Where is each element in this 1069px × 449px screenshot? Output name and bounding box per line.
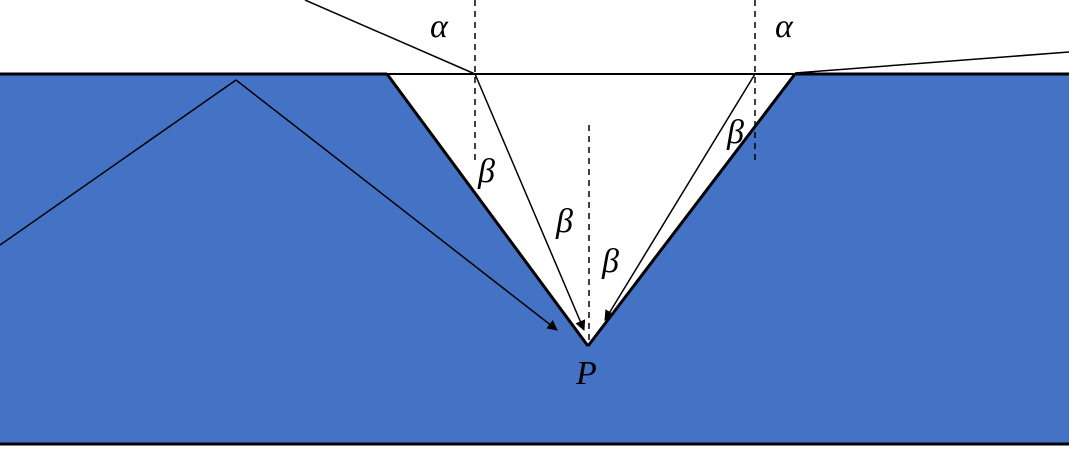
incident-ray-left — [304, 0, 476, 75]
reflected-ray-down — [235, 79, 558, 331]
label-beta-center-left: β — [555, 203, 573, 240]
label-alpha-right: α — [775, 8, 794, 45]
label-beta-left-groove: β — [477, 153, 495, 190]
blue-medium — [0, 74, 1069, 444]
label-beta-center-right: β — [601, 243, 619, 280]
groove-right-wall — [586, 73, 797, 347]
label-alpha-left: α — [430, 8, 449, 45]
label-beta-right-groove: β — [726, 114, 744, 151]
refracted-ray-right — [604, 73, 756, 321]
label-point-p: P — [575, 355, 597, 392]
groove-left-wall — [385, 73, 590, 347]
incident-ray-right — [794, 51, 1069, 74]
reflected-ray-up — [0, 79, 237, 246]
refracted-ray-left — [474, 73, 586, 331]
